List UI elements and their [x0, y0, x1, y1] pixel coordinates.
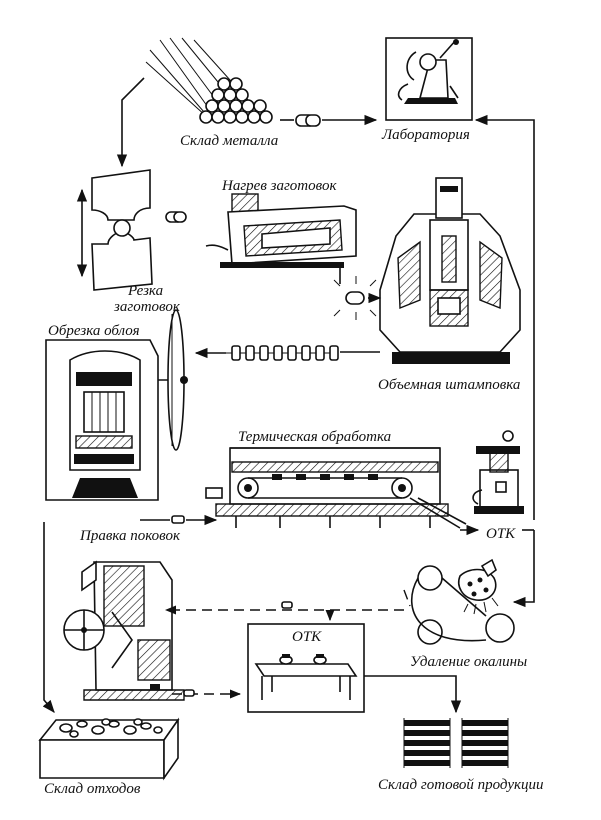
heating-furnace-label: Нагрев заготовок: [221, 178, 337, 194]
laboratory-illustration: [385, 37, 473, 121]
forged-parts-chain: [226, 345, 339, 361]
die-forging-hammer-illustration: [379, 177, 521, 364]
blank-cutting-label-line2: заготовок: [113, 299, 181, 315]
flash-trimming-label: Обрезка облоя: [48, 323, 140, 339]
billet-icon: [165, 211, 187, 223]
otk-inspection-machine-illustration: [472, 430, 524, 514]
straightening-label: Правка поковок: [79, 528, 181, 544]
part-icons-on-lines: [171, 515, 293, 697]
scale-removal-illustration: [410, 558, 515, 645]
flow-connectors: [42, 77, 535, 714]
metal-storage-label: Склад металла: [180, 133, 278, 149]
waste-storage-illustration: [38, 717, 180, 781]
heated-billet-icon: [333, 276, 377, 320]
finished-goods-storage-illustration: [403, 718, 509, 768]
otk-inspection-table-illustration: [247, 623, 365, 713]
laboratory-label: Лаборатория: [381, 127, 470, 143]
die-forging-label: Объемная штамповка: [378, 377, 520, 393]
finished-goods-label: Склад готовой продукции: [378, 777, 544, 793]
heat-treatment-label: Термическая обработка: [238, 429, 391, 445]
blank-cutting-illustration: [76, 169, 153, 291]
heat-treatment-furnace-illustration: [205, 447, 467, 529]
metal-storage-illustration: [145, 37, 273, 124]
scale-removal-label: Удаление окалины: [410, 654, 527, 670]
billet-icon: [295, 114, 321, 127]
otk-center-label: ОТК: [292, 629, 322, 645]
blank-cutting-label-line1: Резка: [127, 283, 163, 299]
waste-storage-label: Склад отходов: [44, 781, 141, 797]
straightening-press-illustration: [63, 560, 185, 701]
trimming-press-illustration: [45, 309, 188, 501]
otk-right-label: ОТК: [486, 526, 516, 542]
heating-furnace-illustration: [205, 193, 357, 268]
